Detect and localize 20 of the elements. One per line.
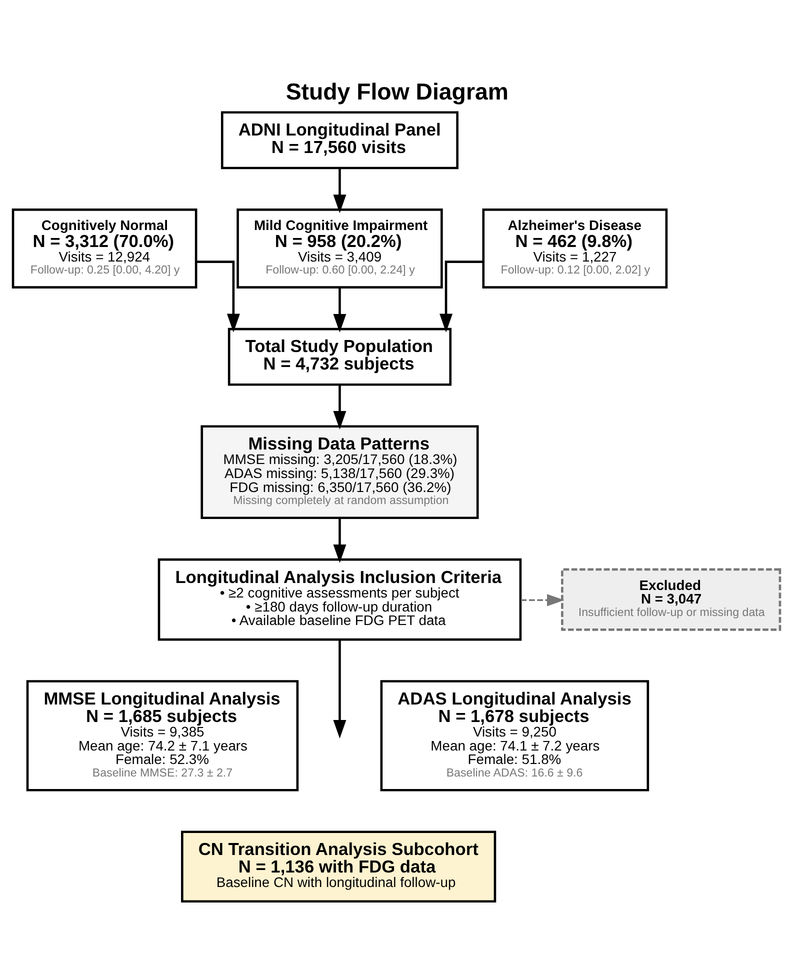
- arrow: [333, 640, 346, 739]
- node-box: Missing Data Patterns MMSE missing: 3,205/17,560 (18.3%) ADAS missing: 5,138/17,560 (29.3%) FDG missing: 6,350/17,560 (36.2%) Missing completely at random assumption: [200, 425, 479, 520]
- node-box: MMSE Longitudinal Analysis N = 1,685 subjects Visits = 9,385 Mean age: 74.2 ± 7.1 years Female: 52.3% Baseline MMSE: 27.3 ± 2.7: [26, 680, 299, 792]
- diagram-title: Study Flow Diagram: [286, 78, 508, 105]
- node-box: CN Transition Analysis Subcohort N = 1,136 with FDG data Baseline CN with longitudinal follow-up: [181, 830, 496, 903]
- node-box: Excluded N = 3,047 Insufficient follow-up or missing data: [561, 568, 782, 631]
- node-box: ADAS Longitudinal Analysis N = 1,678 subjects Visits = 9,250 Mean age: 74.1 ± 7.2 years Female: 51.8% Baseline ADAS: 16.6 ± 9.6: [380, 680, 650, 792]
- arrow: [333, 518, 346, 564]
- arrow: [333, 384, 346, 430]
- arrow: [440, 260, 484, 332]
- node-box: ADNI Longitudinal Panel N = 17,560 visits: [220, 111, 458, 170]
- arrow: [196, 260, 240, 332]
- node-box: Alzheimer's Disease N = 462 (9.8%) Visits = 1,227 Follow-up: 0.12 [0.00, 2.02] y: [482, 208, 668, 288]
- node-box: Longitudinal Analysis Inclusion Criteria • ≥2 cognitive assessments per subject • ≥180 days follow-up duration • Available baseline FDG PET data: [158, 558, 522, 641]
- node-box: Mild Cognitive Impairment N = 958 (20.2%) Visits = 3,409 Follow-up: 0.60 [0.00, 2.24] y: [236, 208, 443, 288]
- arrow: [333, 288, 346, 332]
- arrow: [333, 168, 346, 214]
- node-box: Total Study Population N = 4,732 subjects: [228, 328, 452, 386]
- arrow: [520, 594, 564, 606]
- node-box: Cognitively Normal N = 3,312 (70.0%) Visits = 12,924 Follow-up: 0.25 [0.00, 4.20] y: [12, 208, 198, 288]
